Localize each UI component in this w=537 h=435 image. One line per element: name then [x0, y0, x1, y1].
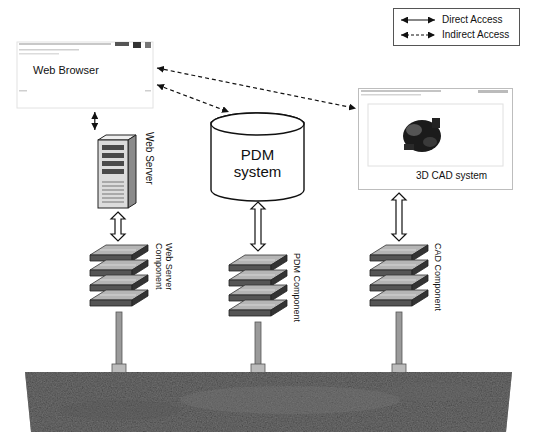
- database-cylinder: [211, 113, 304, 201]
- layer-texture: [100, 280, 136, 281]
- layer-texture: [380, 280, 416, 281]
- node-label: PDM system: [223, 146, 293, 181]
- grille-line: [102, 182, 124, 183]
- component-stack: CAD Component: [368, 243, 446, 323]
- cad-part-detail: [404, 144, 414, 150]
- title-bar: [361, 90, 441, 92]
- cad-part-highlight: [406, 124, 422, 136]
- component-stack-art: [227, 253, 289, 333]
- direct-access-arrow: [94, 112, 95, 130]
- component-stack: PDM Component: [227, 253, 305, 333]
- legend-row: Indirect Access: [400, 27, 513, 42]
- integration-bus: [25, 372, 512, 432]
- toolbar-icon: [133, 42, 141, 48]
- component-pegs: [112, 312, 406, 374]
- layer-side: [132, 260, 148, 276]
- toolbar-icon: [115, 42, 129, 46]
- drive-bay: [102, 145, 124, 150]
- layer-side: [412, 260, 428, 276]
- browser-screen: Web Browser: [15, 40, 155, 110]
- layer-texture: [100, 265, 136, 266]
- grille-line: [102, 186, 124, 187]
- layer-side: [412, 245, 428, 261]
- hollow-double-arrow: [111, 212, 125, 241]
- vertical-label-box: PDM Component: [292, 253, 302, 333]
- layer-texture: [100, 295, 136, 296]
- title-bar: [19, 43, 111, 45]
- indirect-access-arrow: [157, 85, 229, 112]
- web-server-art: [88, 132, 140, 210]
- layer-front: [370, 300, 412, 306]
- cad-window: [359, 89, 513, 190]
- database-node: PDM system: [210, 112, 305, 202]
- grille-line: [102, 198, 124, 199]
- layer-front: [90, 300, 132, 306]
- layer-side: [132, 290, 148, 306]
- toolbar: [478, 90, 508, 93]
- layer-texture: [239, 305, 275, 306]
- vertical-label: PDM Component: [292, 253, 302, 333]
- layer-side: [271, 285, 287, 301]
- component-stack-art: [368, 243, 430, 323]
- vertical-label: Web Server Component: [153, 243, 174, 323]
- legend-text: Indirect Access: [442, 29, 509, 41]
- layer-side: [412, 275, 428, 291]
- menu-line: [361, 94, 421, 96]
- vertical-label: Web Server: [144, 132, 156, 210]
- grille-line: [102, 202, 124, 203]
- drive-bay: [102, 161, 124, 166]
- legend-text: Direct Access: [442, 14, 503, 26]
- menu-line: [19, 49, 79, 51]
- layer-texture: [239, 275, 275, 276]
- layer-side: [132, 245, 148, 261]
- layer-front: [229, 310, 271, 316]
- layer-side: [271, 255, 287, 271]
- viewport: [368, 104, 503, 166]
- web-server: Web Server: [88, 132, 158, 210]
- layer-texture: [380, 265, 416, 266]
- drive-bay: [102, 153, 124, 158]
- cylinder-top: [211, 113, 304, 135]
- grille-line: [102, 194, 124, 195]
- vertical-label-box: Web Server Component: [153, 243, 174, 323]
- server-front: [98, 140, 128, 208]
- toolbar-icon: [145, 42, 151, 48]
- indirect-access-arrow: [157, 68, 356, 108]
- layer-texture: [239, 290, 275, 291]
- layer-side: [271, 300, 287, 316]
- hollow-double-arrow: [392, 193, 406, 241]
- layer-texture: [100, 250, 136, 251]
- legend-sample: [400, 15, 436, 25]
- legend-row: Direct Access: [400, 12, 513, 27]
- cad-screen: 3D CAD system: [358, 88, 513, 190]
- vertical-label: CAD Component: [433, 243, 443, 323]
- hollow-double-arrow: [251, 202, 265, 251]
- status-mark: [19, 90, 27, 92]
- menu-line: [19, 53, 59, 55]
- legend-sample: [400, 30, 436, 40]
- legend-box: Direct AccessIndirect Access: [393, 8, 520, 46]
- grille-line: [102, 190, 124, 191]
- server-side: [128, 135, 136, 208]
- cad-part-detail: [432, 118, 440, 128]
- vertical-label-box: Web Server: [144, 132, 156, 210]
- component-stack: Web Server Component: [88, 243, 177, 323]
- layer-side: [412, 290, 428, 306]
- layer-texture: [239, 260, 275, 261]
- legend-line: [401, 19, 435, 20]
- cad-part-detail: [423, 137, 437, 147]
- component-stack-art: [88, 243, 150, 323]
- node-label: 3D CAD system: [416, 170, 513, 182]
- layer-side: [271, 270, 287, 286]
- layer-side: [132, 275, 148, 291]
- drive-bay: [102, 169, 124, 174]
- status-mark: [145, 90, 151, 92]
- vertical-label-box: CAD Component: [433, 243, 443, 323]
- layer-texture: [380, 250, 416, 251]
- layer-texture: [380, 295, 416, 296]
- legend-line: [401, 34, 435, 35]
- node-label: Web Browser: [33, 64, 155, 77]
